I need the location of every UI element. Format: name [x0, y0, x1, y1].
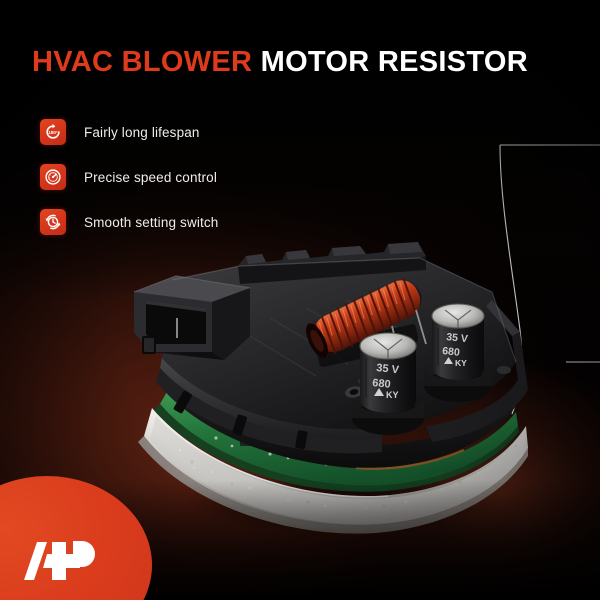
- svg-text:180°: 180°: [48, 130, 58, 135]
- feature-label-speed-control: Precise speed control: [84, 169, 217, 185]
- title-white-part: MOTOR RESISTOR: [260, 46, 528, 78]
- feature-label-lifespan: Fairly long lifespan: [84, 124, 200, 140]
- feature-list: 180° Fairly long lifespan Precise spe: [40, 110, 300, 245]
- feature-label-setting-switch: Smooth setting switch: [84, 214, 219, 230]
- clock-refresh-icon: [40, 209, 66, 235]
- a-premium-logo-mark: [24, 541, 95, 580]
- feature-item-setting-switch: Smooth setting switch: [40, 200, 300, 244]
- logo-h-mark: [43, 542, 80, 580]
- feature-item-speed-control: Precise speed control: [40, 155, 300, 199]
- page-title: HVAC BLOWER MOTOR RESISTOR: [32, 48, 528, 77]
- rotate-180-degrees-icon: 180°: [40, 119, 66, 145]
- feature-item-lifespan: 180° Fairly long lifespan: [40, 110, 300, 154]
- title-red-part: HVAC BLOWER: [32, 46, 253, 78]
- speedometer-gauge-icon: [40, 164, 66, 190]
- logo-slash: [24, 542, 47, 580]
- logo-p-bowl: [73, 541, 95, 567]
